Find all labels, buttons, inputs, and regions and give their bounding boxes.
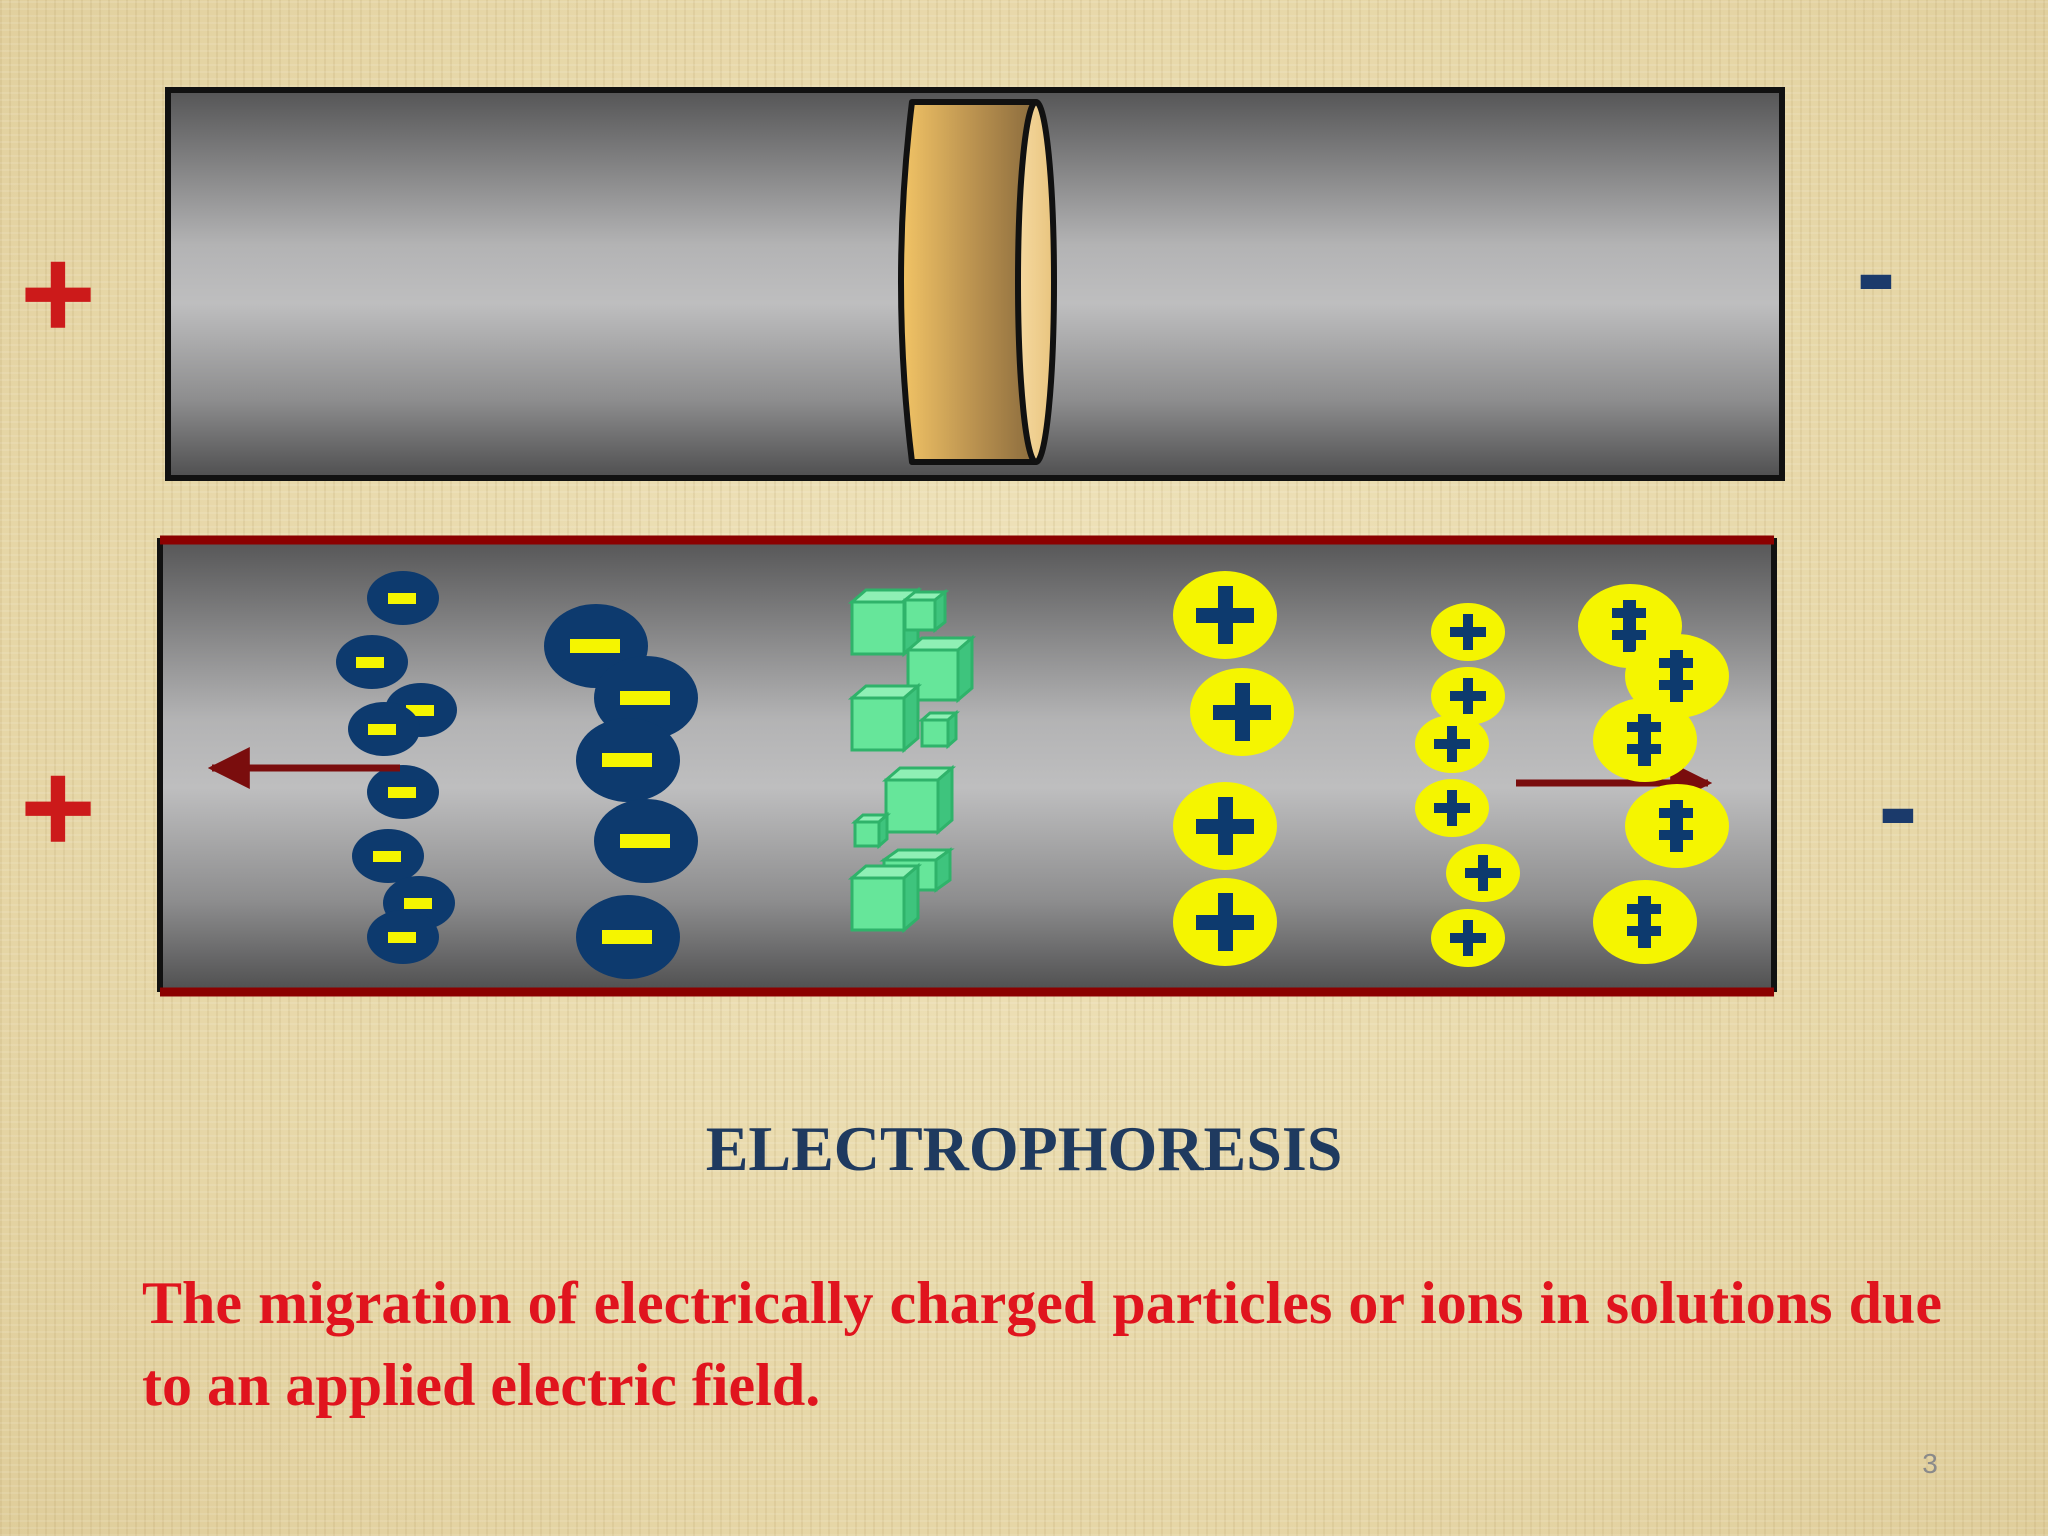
anion: [576, 718, 680, 802]
anion: [576, 895, 680, 979]
cation: [1431, 667, 1505, 725]
neutral-particle: [881, 764, 957, 836]
cation: [1593, 698, 1697, 782]
sample-band: [898, 99, 1057, 465]
neutral-particle: [847, 682, 923, 754]
cation: [1593, 880, 1697, 964]
page-number: 3: [1922, 1448, 1938, 1479]
anion: [367, 910, 439, 964]
cation: [1415, 715, 1489, 773]
cation: [1415, 779, 1489, 837]
cation: [1431, 909, 1505, 967]
cation: [1190, 668, 1294, 756]
small-cation-column: [1415, 603, 1520, 967]
anion: [367, 571, 439, 625]
slide-title: ELECTROPHORESIS: [705, 1113, 1343, 1184]
cation: [1625, 784, 1729, 868]
neutral-particle: [900, 588, 950, 634]
neutral-particle: [903, 634, 977, 704]
anion: [594, 799, 698, 883]
cation: [1173, 878, 1277, 966]
cation: [1446, 844, 1520, 902]
anion: [348, 702, 420, 756]
top-anode-label: +: [20, 220, 96, 366]
anion: [336, 635, 408, 689]
anion: [352, 829, 424, 883]
top-cathode-label: -: [1856, 205, 1896, 339]
neutral-particle: [851, 811, 891, 850]
neutral-particle: [879, 847, 955, 893]
cation: [1173, 782, 1277, 870]
anion: [367, 765, 439, 819]
neutral-particle: [847, 862, 923, 934]
double-cation-column: [1578, 584, 1729, 964]
large-anion-column: [544, 604, 698, 979]
definition-text: The migration of electrically charged pa…: [142, 1270, 1942, 1418]
cation: [1173, 571, 1277, 659]
neutral-particle-column: [847, 586, 977, 934]
bottom-anode-label: +: [20, 734, 96, 880]
top-tube: [165, 87, 1785, 481]
sample-band-face: [1015, 99, 1057, 465]
cation: [1431, 603, 1505, 661]
neutral-particle: [918, 709, 960, 750]
bottom-cathode-label: -: [1878, 739, 1918, 873]
sample-band-side: [898, 99, 1039, 465]
small-anion-column: [336, 571, 457, 964]
large-cation-column: [1173, 571, 1294, 966]
cation: [1625, 634, 1729, 718]
